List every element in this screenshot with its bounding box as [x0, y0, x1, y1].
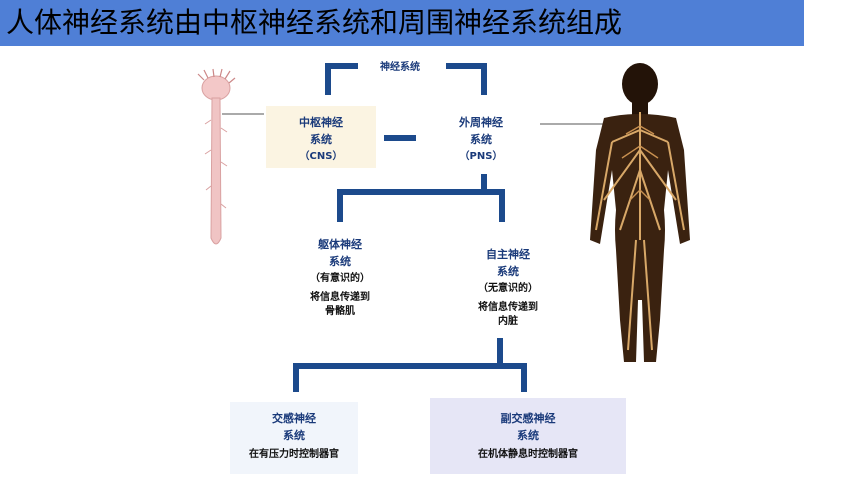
cns-box	[266, 106, 376, 168]
sympathetic-node: 交感神经 系统 在有压力时控制器官	[230, 410, 358, 462]
somatic-line2: 系统	[329, 255, 351, 268]
spinal-cord-illustration	[197, 68, 236, 245]
slide-title: 人体神经系统由中枢神经系统和周围神经系统组成	[6, 6, 623, 39]
cns-line1: 中枢神经	[299, 116, 343, 129]
autonomic-branch	[293, 338, 527, 392]
somatic-desc1: 将信息传递到	[310, 292, 370, 303]
sympathetic-line2: 系统	[283, 429, 305, 442]
somatic-line1: 躯体神经	[318, 238, 362, 251]
title-bar: 人体神经系统由中枢神经系统和周围神经系统组成	[0, 0, 804, 46]
autonomic-desc2: 内脏	[498, 316, 518, 327]
pns-node: 外周神经 系统 （PNS）	[426, 114, 536, 165]
parasympathetic-desc: 在机体静息时控制器官	[478, 449, 578, 460]
somatic-line3: （有意识的）	[310, 273, 370, 284]
sympathetic-line1: 交感神经	[272, 412, 316, 425]
human-body-illustration	[590, 63, 690, 362]
autonomic-line2: 系统	[497, 265, 519, 278]
autonomic-desc1: 将信息传递到	[478, 302, 538, 313]
sympathetic-box	[230, 402, 358, 474]
pns-line3: （PNS）	[459, 151, 503, 162]
somatic-node: 躯体神经 系统 （有意识的） 将信息传递到 骨骼肌	[280, 236, 400, 319]
sympathetic-desc: 在有压力时控制器官	[249, 449, 339, 460]
cns-line3: （CNS）	[299, 151, 343, 162]
root-bracket-left	[325, 63, 358, 95]
cns-node: 中枢神经 系统 （CNS）	[266, 114, 376, 165]
pns-line1: 外周神经	[459, 116, 503, 129]
parasympathetic-node: 副交感神经 系统 在机体静息时控制器官	[430, 410, 626, 462]
pns-line2: 系统	[470, 133, 492, 146]
autonomic-node: 自主神经 系统 （无意识的） 将信息传递到 内脏	[448, 246, 568, 329]
root-label: 神经系统	[380, 62, 420, 73]
parasympathetic-box	[430, 398, 626, 474]
pns-branch	[337, 174, 505, 222]
parasympathetic-line1: 副交感神经	[500, 412, 556, 425]
cns-line2: 系统	[310, 133, 332, 146]
root-bracket-right	[446, 63, 487, 95]
parasympathetic-line2: 系统	[517, 429, 539, 442]
somatic-desc2: 骨骼肌	[325, 306, 355, 317]
autonomic-line1: 自主神经	[486, 248, 530, 261]
autonomic-line3: （无意识的）	[478, 283, 538, 294]
